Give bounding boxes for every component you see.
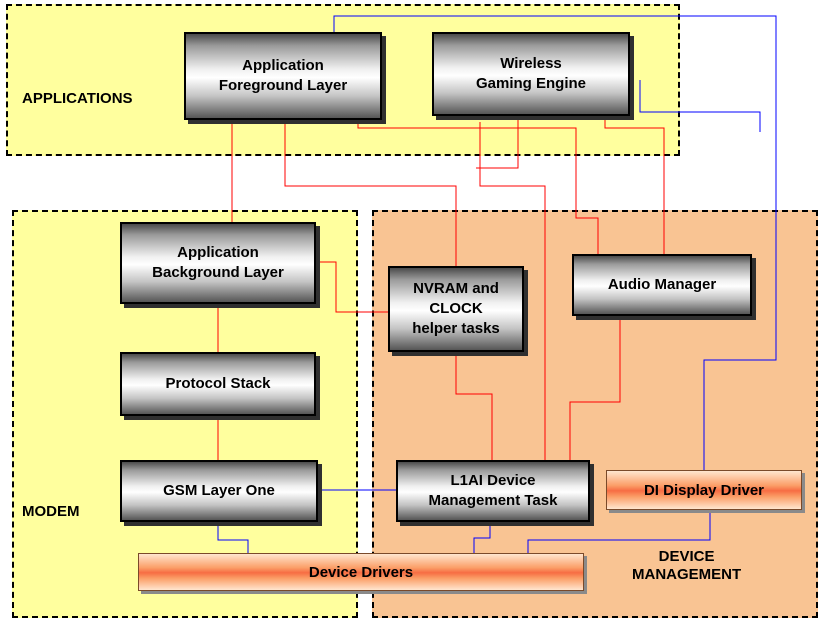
- application-foreground-layer-box: Application Foreground Layer: [184, 32, 382, 120]
- wireless-gaming-engine-box: Wireless Gaming Engine: [432, 32, 630, 116]
- di-display-driver-box: DI Display Driver: [606, 470, 802, 510]
- gsm-layer-one-label: GSM Layer One: [163, 481, 275, 501]
- gsm-layer-one-box: GSM Layer One: [120, 460, 318, 522]
- device-management-label: DEVICE MANAGEMENT: [632, 548, 741, 584]
- application-foreground-layer-label: Application Foreground Layer: [219, 56, 347, 97]
- application-background-layer-label: Application Background Layer: [152, 243, 284, 284]
- device-drivers-label: Device Drivers: [309, 564, 413, 581]
- l1ai-device-management-task-box: L1AI Device Management Task: [396, 460, 590, 522]
- device-drivers-box: Device Drivers: [138, 553, 584, 591]
- nvram-clock-helper-tasks-box: NVRAM and CLOCK helper tasks: [388, 266, 524, 352]
- wireless-gaming-engine-label: Wireless Gaming Engine: [476, 54, 586, 95]
- audio-manager-box: Audio Manager: [572, 254, 752, 316]
- audio-manager-label: Audio Manager: [608, 275, 716, 295]
- protocol-stack-box: Protocol Stack: [120, 352, 316, 416]
- applications-label: APPLICATIONS: [22, 90, 133, 108]
- l1ai-device-management-task-label: L1AI Device Management Task: [429, 471, 558, 512]
- application-background-layer-box: Application Background Layer: [120, 222, 316, 304]
- di-display-driver-label: DI Display Driver: [644, 482, 764, 499]
- nvram-clock-helper-tasks-label: NVRAM and CLOCK helper tasks: [412, 279, 500, 340]
- protocol-stack-label: Protocol Stack: [165, 374, 270, 394]
- modem-label: MODEM: [22, 503, 80, 521]
